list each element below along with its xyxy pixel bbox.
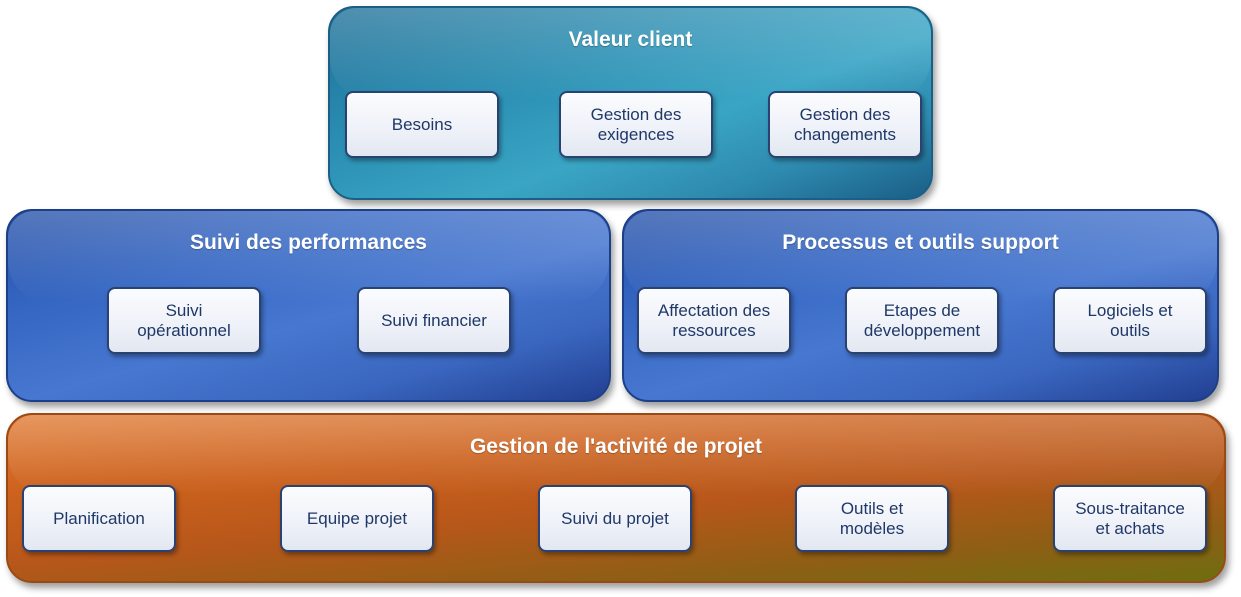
panel-valeur-client: Valeur client Besoins Gestion des exigen… <box>328 6 933 200</box>
panel-processus-outils: Processus et outils support Affectation … <box>622 209 1219 402</box>
box-gestion-exigences: Gestion des exigences <box>559 91 713 158</box>
panel-title-suivi-performances: Suivi des performances <box>190 231 427 254</box>
box-suivi-financier: Suivi financier <box>357 287 511 354</box>
box-sous-traitance-achats: Sous-traitance et achats <box>1053 485 1207 552</box>
box-outils-modeles: Outils et modèles <box>795 485 949 552</box>
box-logiciels-outils: Logiciels et outils <box>1053 287 1207 354</box>
panel-title-processus-outils: Processus et outils support <box>782 231 1059 254</box>
panel-gestion-activite: Gestion de l'activité de projet Planific… <box>6 413 1226 583</box>
box-suivi-projet: Suivi du projet <box>538 485 692 552</box>
box-affectation-ressources: Affectation des ressources <box>637 287 791 354</box>
box-planification: Planification <box>22 485 176 552</box>
panel-suivi-performances: Suivi des performances Suivi opérationne… <box>6 209 611 402</box>
panel-title-valeur-client: Valeur client <box>568 28 693 51</box>
box-suivi-operationnel: Suivi opérationnel <box>107 287 261 354</box>
panel-title-gestion-activite: Gestion de l'activité de projet <box>469 435 763 458</box>
box-equipe-projet: Equipe projet <box>280 485 434 552</box>
box-besoins: Besoins <box>345 91 499 158</box>
box-etapes-developpement: Etapes de développement <box>845 287 999 354</box>
box-gestion-changements: Gestion des changements <box>768 91 922 158</box>
